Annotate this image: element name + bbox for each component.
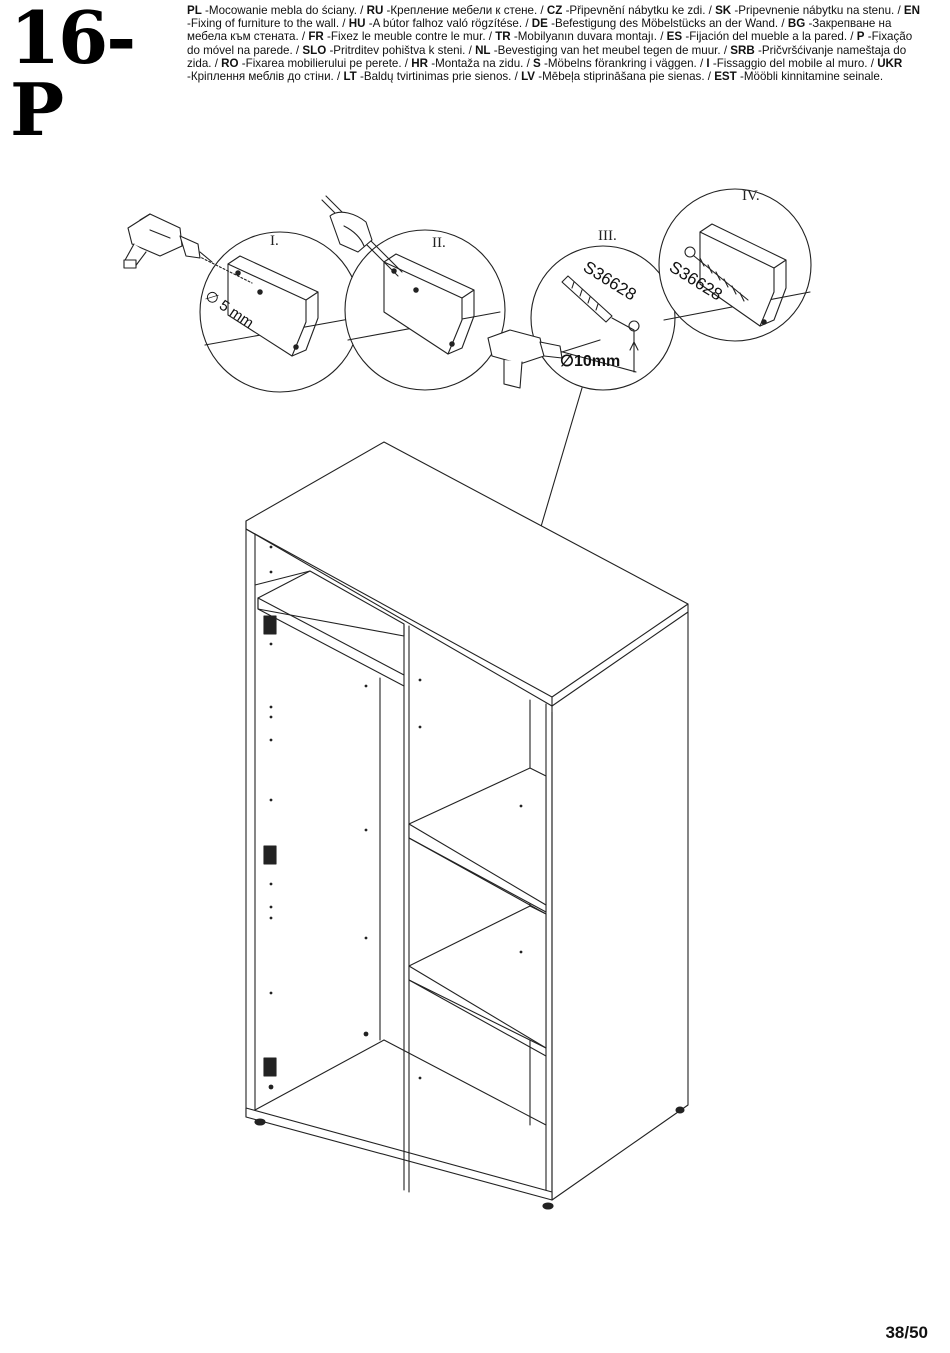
step-number: 16-P bbox=[10, 0, 136, 152]
instruction-translation: -Bevestiging van het meubel tegen de muu… bbox=[490, 43, 731, 57]
instruction-item: NL -Bevestiging van het meubel tegen de … bbox=[475, 44, 730, 57]
instruction-item: LT -Baldų tvirtinimas prie sienos. / bbox=[343, 70, 521, 83]
mounting-holes bbox=[268, 545, 523, 1090]
instruction-item: I -Fissaggio del mobile al muro. / bbox=[706, 57, 877, 70]
step-label-3: III. bbox=[598, 228, 617, 244]
instruction-translation: -Fixarea mobilierului pe perete. / bbox=[238, 56, 412, 70]
instruction-translation: -Möbelns förankring i väggen. / bbox=[540, 56, 707, 70]
language-code: LT bbox=[343, 70, 357, 84]
instruction-translation: -Крепление мебели к стене. / bbox=[383, 4, 547, 17]
instruction-translation: -Fijación del mueble a la pared. / bbox=[682, 30, 857, 44]
page-number: 38/50 bbox=[885, 1323, 928, 1342]
language-code: BG bbox=[787, 17, 806, 31]
language-code: ES bbox=[666, 30, 683, 44]
instruction-translation: -Montaža na zidu. / bbox=[428, 56, 534, 70]
instruction-translation: -Mobilyanın duvara montajı. / bbox=[510, 30, 667, 44]
instruction-translation: -Befestigung des Möbelstücks an der Wand… bbox=[547, 17, 788, 31]
language-code: HR bbox=[411, 56, 428, 70]
detail-circle-4 bbox=[658, 188, 812, 342]
instruction-translation: -Fixação do móvel na parede. / bbox=[187, 30, 913, 57]
language-code: PL bbox=[187, 4, 202, 17]
instruction-translation: -Fixez le meuble contre le mur. / bbox=[323, 30, 496, 44]
language-code: EN bbox=[903, 4, 921, 17]
drill-icon bbox=[123, 213, 213, 269]
instruction-translation: -Baldų tvirtinimas prie sienos. / bbox=[356, 70, 522, 84]
language-code: I bbox=[706, 56, 710, 70]
drill-icon bbox=[487, 329, 601, 389]
instruction-translation: -Кріплення меблів до стіни. / bbox=[187, 70, 344, 84]
instruction-translation: -Mocowanie mebla do ściany. / bbox=[201, 4, 367, 17]
step-label-2: II. bbox=[432, 235, 446, 251]
instruction-text: PL -Mocowanie mebla do ściany. / RU -Кре… bbox=[187, 4, 922, 83]
instruction-item: DE -Befestigung des Möbelstücks an der W… bbox=[532, 17, 788, 30]
step-label-1: I. bbox=[270, 233, 279, 249]
pencil-icon bbox=[321, 195, 403, 277]
language-code: DE bbox=[531, 17, 548, 31]
instruction-translation: -A bútor falhoz való rögzítése. / bbox=[365, 17, 532, 31]
language-code: HU bbox=[348, 17, 366, 31]
language-code: CZ bbox=[546, 4, 563, 17]
connector-line bbox=[539, 387, 583, 531]
instruction-item: P -Fixação do móvel na parede. / bbox=[187, 30, 912, 56]
language-code: SRB bbox=[730, 43, 755, 57]
instruction-item: BG -Закрепване на мебела към стената. / bbox=[187, 17, 891, 43]
instruction-translation: -Pritrditev pohištva k steni. / bbox=[326, 43, 476, 57]
instruction-item: SK -Pripevnenie nábytku na stenu. / bbox=[715, 4, 904, 17]
step-label-4: IV. bbox=[742, 188, 760, 204]
instruction-item: PL -Mocowanie mebla do ściany. / bbox=[187, 4, 367, 17]
language-code: NL bbox=[475, 43, 491, 57]
instruction-translation: -Pripevnenie nábytku na stenu. / bbox=[731, 4, 904, 17]
language-code: EST bbox=[714, 70, 737, 84]
detail-circle-3 bbox=[487, 245, 676, 391]
instruction-item: SRB -Pričvršćivanje nameštaja do zida. / bbox=[187, 44, 906, 70]
instruction-item: EN -Fixing of furniture to the wall. / bbox=[187, 4, 920, 30]
language-code: S bbox=[533, 56, 541, 70]
instruction-translation: -Mēbeļa stiprināšana pie sienas. / bbox=[535, 70, 715, 84]
language-code: RU bbox=[366, 4, 384, 17]
instruction-item: RU -Крепление мебели к стене. / bbox=[367, 4, 547, 17]
instruction-item: EST -Mööbli kinnitamine seinale. bbox=[714, 70, 883, 83]
instruction-translation: -Закрепване на мебела към стената. / bbox=[187, 17, 892, 44]
instruction-translation: -Fixing of furniture to the wall. / bbox=[187, 17, 349, 31]
instruction-translation: -Připevnění nábytku ke zdi. / bbox=[562, 4, 716, 17]
instruction-item: TR -Mobilyanın duvara montajı. / bbox=[495, 30, 666, 43]
instruction-item: SLO -Pritrditev pohištva k steni. / bbox=[302, 44, 475, 57]
detail-circle-1 bbox=[123, 213, 361, 393]
instruction-item: HR -Montaža na zidu. / bbox=[411, 57, 533, 70]
language-code: SK bbox=[715, 4, 732, 17]
language-code: FR bbox=[308, 30, 324, 44]
screw-icon bbox=[684, 246, 749, 302]
instruction-item: S -Möbelns förankring i väggen. / bbox=[533, 57, 706, 70]
instruction-item: LV -Mēbeļa stiprināšana pie sienas. / bbox=[521, 70, 714, 83]
language-code: P bbox=[856, 30, 865, 44]
instruction-translation: -Pričvršćivanje nameštaja do zida. / bbox=[187, 43, 907, 70]
wall-plug-icon bbox=[561, 275, 613, 323]
instruction-item: CZ -Připevnění nábytku ke zdi. / bbox=[547, 4, 715, 17]
instruction-item: HU -A bútor falhoz való rögzítése. / bbox=[349, 17, 532, 30]
language-code: SLO bbox=[302, 43, 327, 57]
language-code: TR bbox=[495, 30, 511, 44]
cabinet-drawing bbox=[245, 441, 689, 1210]
instruction-item: UKR -Кріплення меблів до стіни. / bbox=[187, 57, 902, 83]
instruction-translation: -Mööbli kinnitamine seinale. bbox=[736, 70, 884, 84]
language-code: UKR bbox=[877, 56, 903, 70]
language-code: RO bbox=[221, 56, 239, 70]
instruction-item: FR -Fixez le meuble contre le mur. / bbox=[308, 30, 495, 43]
instruction-item: RO -Fixarea mobilierului pe perete. / bbox=[221, 57, 411, 70]
instruction-item: ES -Fijación del mueble a la pared. / bbox=[667, 30, 857, 43]
drill-size-10mm: ∅10mm bbox=[560, 353, 620, 370]
instruction-translation: -Fissaggio del mobile al muro. / bbox=[709, 56, 878, 70]
hinge-icon bbox=[263, 615, 277, 1077]
detail-circle-2 bbox=[321, 195, 506, 391]
language-code: LV bbox=[521, 70, 536, 84]
